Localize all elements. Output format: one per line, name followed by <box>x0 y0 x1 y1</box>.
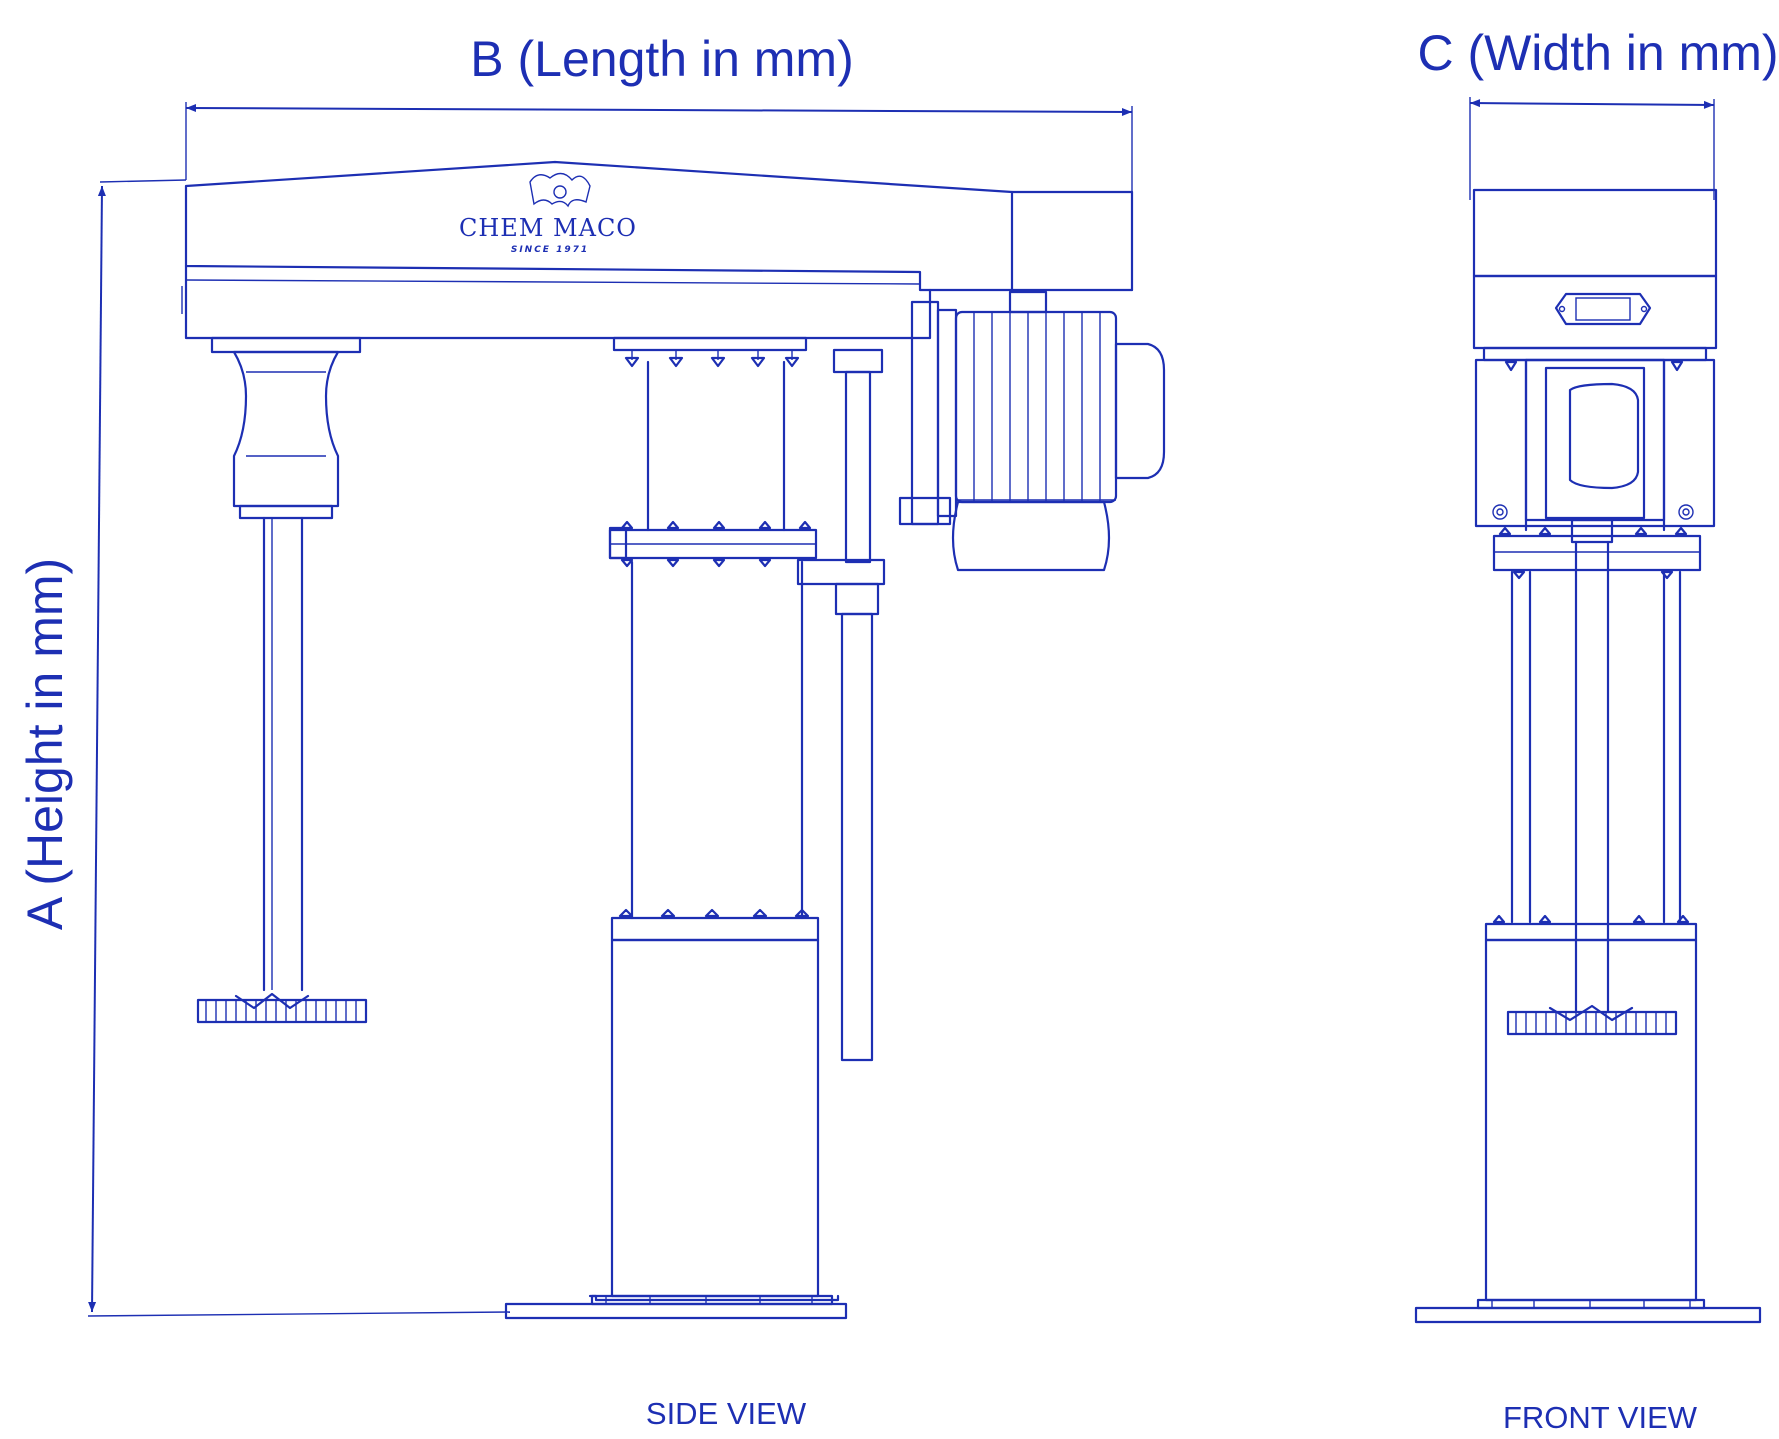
front-rods <box>1510 570 1682 924</box>
side-view-label: SIDE VIEW <box>646 1396 807 1431</box>
width-dimension <box>1469 97 1715 200</box>
logo-name: CHEM MACO <box>459 214 637 242</box>
logo-tagline: SINCE 1971 <box>511 245 589 255</box>
front-view-label: FRONT VIEW <box>1503 1400 1698 1435</box>
side-top-plate <box>612 336 808 368</box>
side-impeller <box>196 992 368 1024</box>
side-coupling-bracket <box>210 336 362 520</box>
width-label: C (Width in mm) <box>1417 25 1778 81</box>
side-middle-plate <box>608 520 818 568</box>
chem-maco-logo: CHEM MACO SINCE 1971 <box>459 172 637 255</box>
front-view <box>1414 188 1762 1324</box>
front-impeller <box>1506 1004 1678 1036</box>
length-dimension <box>185 102 1133 200</box>
side-arm-housing <box>181 160 1134 340</box>
front-column-housing <box>1414 914 1762 1324</box>
side-main-shaft <box>262 516 304 992</box>
height-label: A (Height in mm) <box>17 558 73 930</box>
side-lower-rods <box>630 560 804 920</box>
front-top-housing <box>1472 188 1718 362</box>
side-motor <box>898 290 1166 572</box>
side-view: CHEM MACO SINCE 1971 <box>181 160 1166 1320</box>
side-upper-rods <box>646 360 786 532</box>
side-column-housing <box>504 908 848 1320</box>
length-label: B (Length in mm) <box>470 31 853 87</box>
front-carriage-plate <box>1492 526 1702 580</box>
front-shaft <box>1570 518 1614 1014</box>
front-nameplate <box>1554 292 1652 326</box>
side-lift-cylinder <box>796 348 886 1062</box>
height-dimension <box>87 179 511 1317</box>
front-bracket <box>1474 358 1716 532</box>
